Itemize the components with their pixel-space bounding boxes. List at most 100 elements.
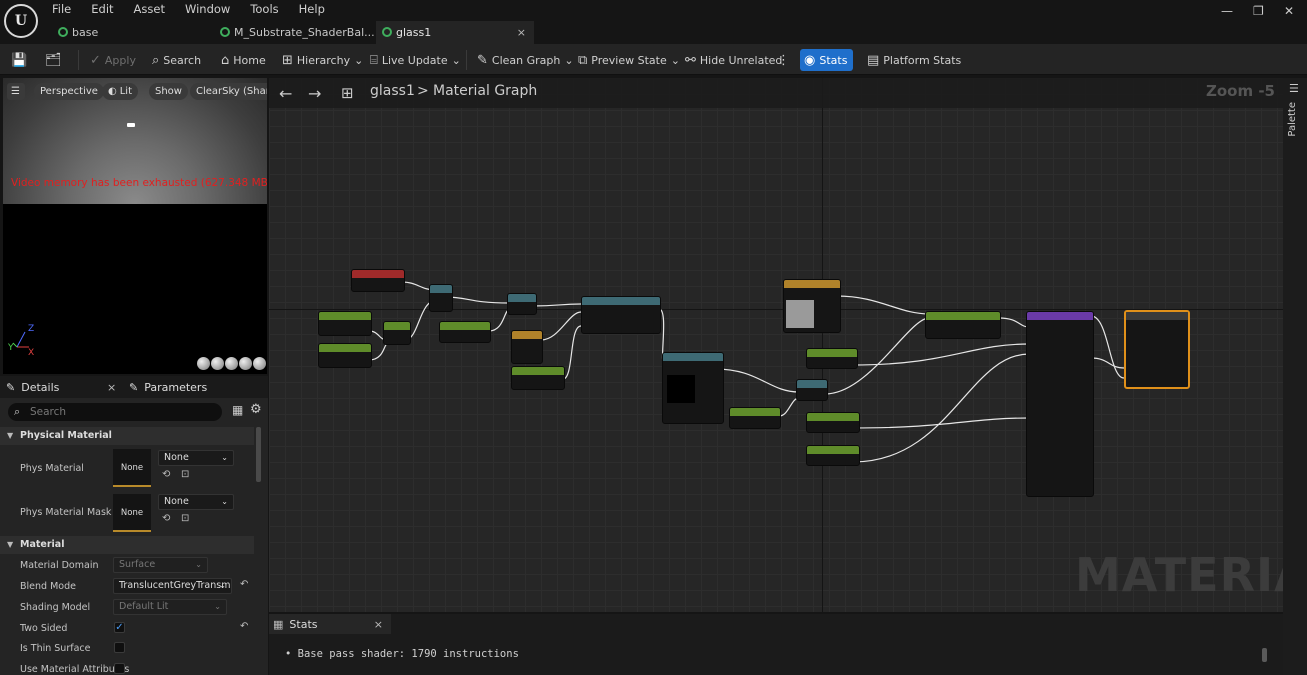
browse-icon[interactable]: 🗂 [45,52,62,68]
palette-menu-icon[interactable]: ☰ [1289,82,1299,95]
refraction-node[interactable] [806,445,860,466]
unreal-logo-icon[interactable]: U [4,4,38,38]
platform-stats-button[interactable]: ▤Platform Stats [867,50,961,70]
palette-sidebar[interactable]: ☰ Palette [1283,78,1307,675]
tab-glass1[interactable]: glass1 × [376,21,534,44]
phys-material-combo[interactable]: None ⌄ [158,450,234,466]
live-update-button[interactable]: ⌸Live Update⌄ [370,50,461,70]
back-arrow-icon[interactable]: ← [279,84,293,103]
preview-viewport[interactable]: ☰ Perspective ◐Lit Show ClearSky (Share … [3,78,267,374]
more-options-icon[interactable]: ⋮ [777,52,790,68]
append-node[interactable] [383,321,411,345]
section-material[interactable]: ▼ Material [0,536,254,554]
close-window-icon[interactable]: ✕ [1284,4,1295,18]
menu-window[interactable]: Window [184,2,231,16]
use-selected-icon[interactable]: ⟲ [162,513,171,524]
tab-base[interactable]: base [52,21,202,44]
show-button[interactable]: Show [149,83,188,100]
tab-stats[interactable]: ▦ Stats × [269,614,391,634]
menu-asset[interactable]: Asset [133,2,165,16]
home-button[interactable]: ⌂Home [221,50,266,70]
breadcrumb-graph[interactable]: Material Graph [433,83,538,99]
browse-asset-icon[interactable]: ⊡ [181,469,190,480]
two-sided-checkbox[interactable]: ✓ [114,622,125,633]
preview-shape-buttons[interactable] [197,357,266,370]
roughness-intensity-node[interactable] [729,407,781,429]
perspective-button[interactable]: Perspective [34,83,104,100]
phys-mask-combo[interactable]: None ⌄ [158,494,234,510]
viewport-menu-icon[interactable]: ☰ [7,83,25,100]
opacity-node[interactable] [806,412,860,433]
hierarchy-button[interactable]: ⊞Hierarchy⌄ [282,50,363,70]
breadcrumb-asset[interactable]: glass1 [370,83,415,99]
phys-mask-thumbnail[interactable]: None [113,494,151,532]
restore-icon[interactable]: ❐ [1253,4,1264,18]
substrate-legacy-conversion-node[interactable] [1026,311,1094,497]
home-icon: ⌂ [221,52,230,68]
sky-preset-button[interactable]: ClearSky (Share [190,83,267,100]
section-physical-material[interactable]: ▼ Physical Material [0,427,254,445]
menu-tools[interactable]: Tools [250,2,279,16]
section-title: Material [20,539,65,550]
search-placeholder: Search [30,406,67,418]
use-material-attributes-checkbox[interactable] [114,663,125,674]
save-icon[interactable]: 💾 [11,52,28,68]
shading-model-node[interactable] [925,311,1001,339]
tab-parameters[interactable]: ✎ Parameters [129,376,207,398]
tab-substrate-shaderball[interactable]: M_Substrate_ShaderBal... [214,21,375,44]
lit-button[interactable]: ◐Lit [102,83,139,100]
table-view-icon[interactable]: ▦ [232,403,244,417]
shading-model-combo[interactable]: Default Lit ⌄ [113,599,227,615]
menu-edit[interactable]: Edit [91,2,114,16]
glass1-result-node[interactable] [1124,310,1190,389]
preview-mesh-icon[interactable] [253,357,266,370]
preview-cylinder-icon[interactable] [197,357,210,370]
graph-hierarchy-icon[interactable]: ⊞ [341,84,354,102]
preview-plane-icon[interactable] [225,357,238,370]
details-close-icon[interactable]: × [107,380,117,394]
rotation-node[interactable] [511,366,565,390]
scale-node[interactable] [439,321,491,343]
browse-asset-icon[interactable]: ⊡ [181,513,190,524]
use-selected-icon[interactable]: ⟲ [162,469,171,480]
search-button[interactable]: ⌕Search [152,50,201,70]
multiply-node-1[interactable] [507,293,537,315]
menu-file[interactable]: File [52,2,72,16]
clean-graph-button[interactable]: ✎Clean Graph⌄ [477,50,574,70]
roughness-texture-node[interactable] [662,352,724,424]
reset-to-default-icon[interactable]: ↶ [240,579,249,590]
reset-to-default-icon[interactable]: ↶ [240,621,249,632]
details-scrollbar[interactable] [256,427,261,482]
stats-close-icon[interactable]: × [373,617,383,631]
apply-button[interactable]: ✓Apply [90,50,136,70]
palette-label[interactable]: Palette [1287,102,1298,137]
settings-gear-icon[interactable]: ⚙ [250,402,262,417]
vector-node[interactable] [511,330,543,364]
tab-details[interactable]: ✎ Details [6,376,59,398]
constant-node-1[interactable] [318,311,372,336]
color-param-node[interactable] [783,279,841,333]
tab-close-icon[interactable]: × [516,26,526,39]
preview-cube-icon[interactable] [239,357,252,370]
stats-button[interactable]: ◉Stats [800,49,854,71]
forward-arrow-icon[interactable]: → [308,84,322,103]
rotate-about-axis-node[interactable] [581,296,661,334]
thin-surface-checkbox[interactable] [114,642,125,653]
material-domain-combo[interactable]: Surface ⌄ [113,557,208,573]
stats-scrollbar[interactable] [1262,648,1267,662]
details-search-input[interactable]: ⌕ Search [8,403,222,421]
specular-node[interactable] [806,348,858,369]
multiply-node-2[interactable] [796,379,828,401]
blend-mode-combo[interactable]: TranslucentGreyTransmit ⌄ [113,578,232,594]
preview-state-button[interactable]: ⧉Preview State⌄ [578,50,680,70]
add-node[interactable] [429,284,453,312]
material-graph-canvas[interactable] [269,78,1283,612]
hide-unrelated-button[interactable]: ⚯Hide Unrelated [685,50,782,70]
menu-help[interactable]: Help [298,2,325,16]
broom-icon: ✎ [477,52,488,68]
texcoord-node[interactable] [351,269,405,292]
preview-sphere-icon[interactable] [211,357,224,370]
phys-material-thumbnail[interactable]: None [113,449,151,487]
minimize-icon[interactable]: — [1221,4,1233,18]
constant-node-2[interactable] [318,343,372,368]
